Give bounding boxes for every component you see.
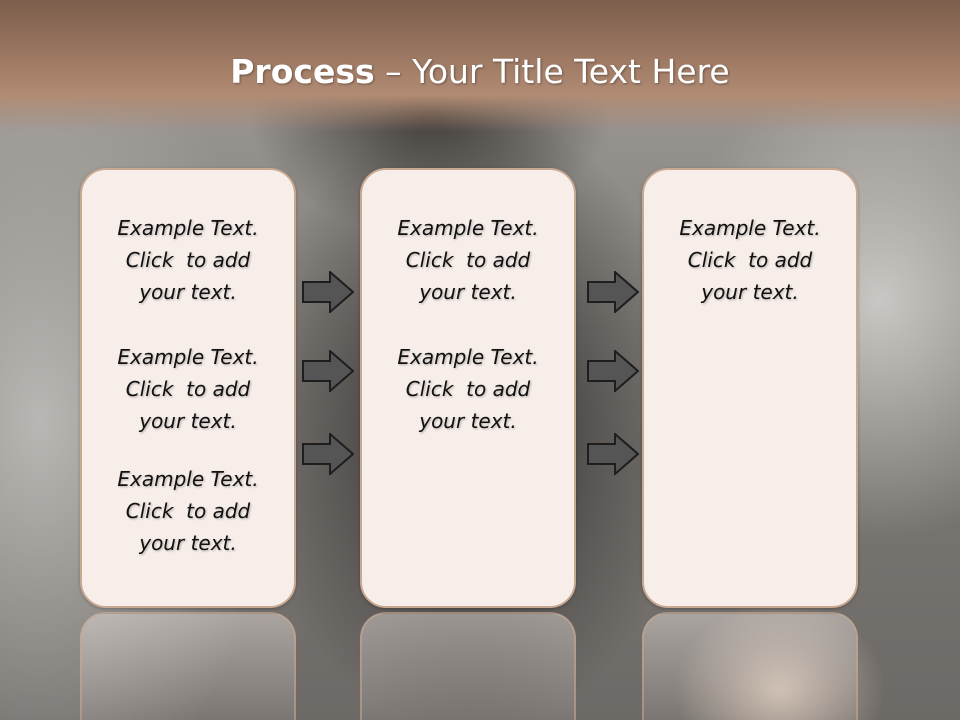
text-line: Example Text. [397, 216, 539, 240]
text-line: Click to add [125, 377, 251, 401]
text-line: Example Text. [117, 467, 259, 491]
text-line: Click to add [687, 248, 813, 272]
text-line: Click to add [405, 377, 531, 401]
right-arrow-icon[interactable] [302, 433, 354, 475]
text-line: your text. [701, 280, 799, 304]
text-placeholder[interactable]: Example Text. Click to add your text. [362, 341, 574, 437]
text-line: your text. [139, 409, 237, 433]
process-card-2[interactable]: Example Text. Click to add your text. Ex… [360, 168, 576, 608]
right-arrow-icon[interactable] [302, 271, 354, 313]
text-line: Click to add [125, 499, 251, 523]
card-reflection [642, 612, 858, 720]
text-line: Example Text. [679, 216, 821, 240]
title-rest: – Your Title Text Here [374, 52, 730, 91]
text-line: your text. [139, 280, 237, 304]
text-line: Example Text. [117, 216, 259, 240]
card-reflection [80, 612, 296, 720]
text-placeholder[interactable]: Example Text. Click to add your text. [362, 212, 574, 308]
text-placeholder[interactable]: Example Text. Click to add your text. [82, 212, 294, 308]
text-line: your text. [139, 531, 237, 555]
text-placeholder[interactable]: Example Text. Click to add your text. [82, 463, 294, 559]
text-placeholder[interactable]: Example Text. Click to add your text. [644, 212, 856, 308]
text-line: Click to add [125, 248, 251, 272]
right-arrow-icon[interactable] [587, 350, 639, 392]
text-line: Example Text. [397, 345, 539, 369]
right-arrow-icon[interactable] [587, 433, 639, 475]
right-arrow-icon[interactable] [302, 350, 354, 392]
title-bar [0, 0, 960, 132]
slide-title[interactable]: Process – Your Title Text Here [0, 52, 960, 91]
process-card-1[interactable]: Example Text. Click to add your text. Ex… [80, 168, 296, 608]
right-arrow-icon[interactable] [587, 271, 639, 313]
text-line: your text. [419, 409, 517, 433]
text-line: Example Text. [117, 345, 259, 369]
title-bold: Process [230, 52, 375, 91]
text-placeholder[interactable]: Example Text. Click to add your text. [82, 341, 294, 437]
text-line: Click to add [405, 248, 531, 272]
card-reflection [360, 612, 576, 720]
text-line: your text. [419, 280, 517, 304]
process-card-3[interactable]: Example Text. Click to add your text. [642, 168, 858, 608]
